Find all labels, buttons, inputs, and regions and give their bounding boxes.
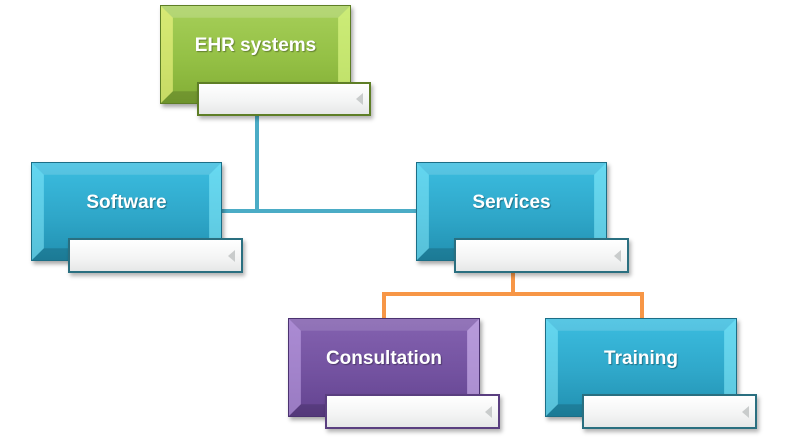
node-label: Software: [86, 191, 167, 213]
node-consultation-subtitle-box[interactable]: [325, 394, 500, 429]
node-services-subtitle-box[interactable]: [454, 238, 629, 273]
node-label: EHR systems: [194, 34, 317, 56]
node-training-subtitle-box[interactable]: [582, 394, 757, 429]
connector-level2-horizontal: [382, 292, 644, 296]
bevel-triangle-icon: [742, 405, 749, 418]
connector-level1-horizontal: [222, 209, 416, 213]
connector-training-drop: [640, 292, 644, 319]
bevel-triangle-icon: [614, 249, 621, 262]
connector-services-vertical: [511, 273, 515, 295]
node-label: Consultation: [325, 347, 443, 369]
node-label: Training: [604, 347, 678, 369]
connector-consultation-drop: [382, 292, 386, 319]
node-label: Services: [472, 191, 551, 213]
bevel-triangle-icon: [228, 249, 235, 262]
node-ehr-systems-subtitle-box[interactable]: [197, 82, 371, 116]
connector-root-vertical: [255, 116, 259, 213]
node-software-subtitle-box[interactable]: [68, 238, 243, 273]
bevel-triangle-icon: [356, 93, 363, 105]
bevel-triangle-icon: [485, 405, 492, 418]
